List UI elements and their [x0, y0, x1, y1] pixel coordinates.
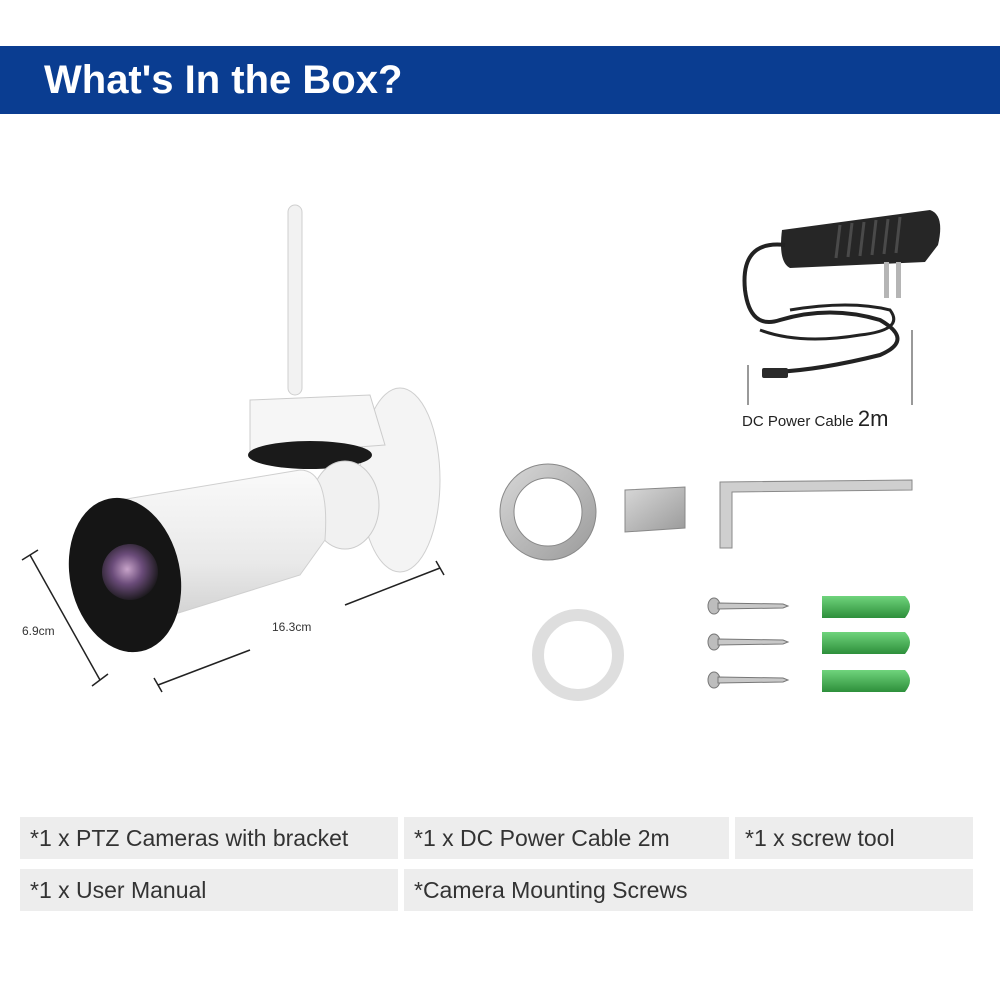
cable-label: DC Power Cable 2m	[742, 406, 888, 432]
page-title: What's In the Box?	[44, 58, 403, 102]
cable-label-text: DC Power Cable	[742, 413, 854, 430]
power-adapter	[742, 210, 941, 405]
ptz-camera	[68, 204, 441, 653]
dimension-lines	[21, 549, 445, 693]
rubber-washer	[532, 609, 624, 701]
hex-key	[719, 479, 913, 549]
contents-item: *1 x DC Power Cable 2m	[404, 817, 729, 859]
mount-wrench	[499, 463, 686, 561]
length-label: 16.3cm	[272, 620, 312, 634]
header-banner: What's In the Box?	[0, 46, 1000, 114]
contents-item: *1 x screw tool	[735, 817, 973, 859]
antenna	[287, 204, 303, 396]
screws	[707, 597, 790, 689]
diameter-label: 6.9cm	[22, 624, 55, 638]
wall-anchors	[822, 596, 910, 692]
camera-lens	[102, 544, 158, 600]
contents-item: *1 x User Manual	[20, 869, 398, 911]
contents-item: *1 x PTZ Cameras with bracket	[20, 817, 398, 859]
cable-length: 2m	[857, 406, 889, 431]
contents-item: *Camera Mounting Screws	[404, 869, 973, 911]
